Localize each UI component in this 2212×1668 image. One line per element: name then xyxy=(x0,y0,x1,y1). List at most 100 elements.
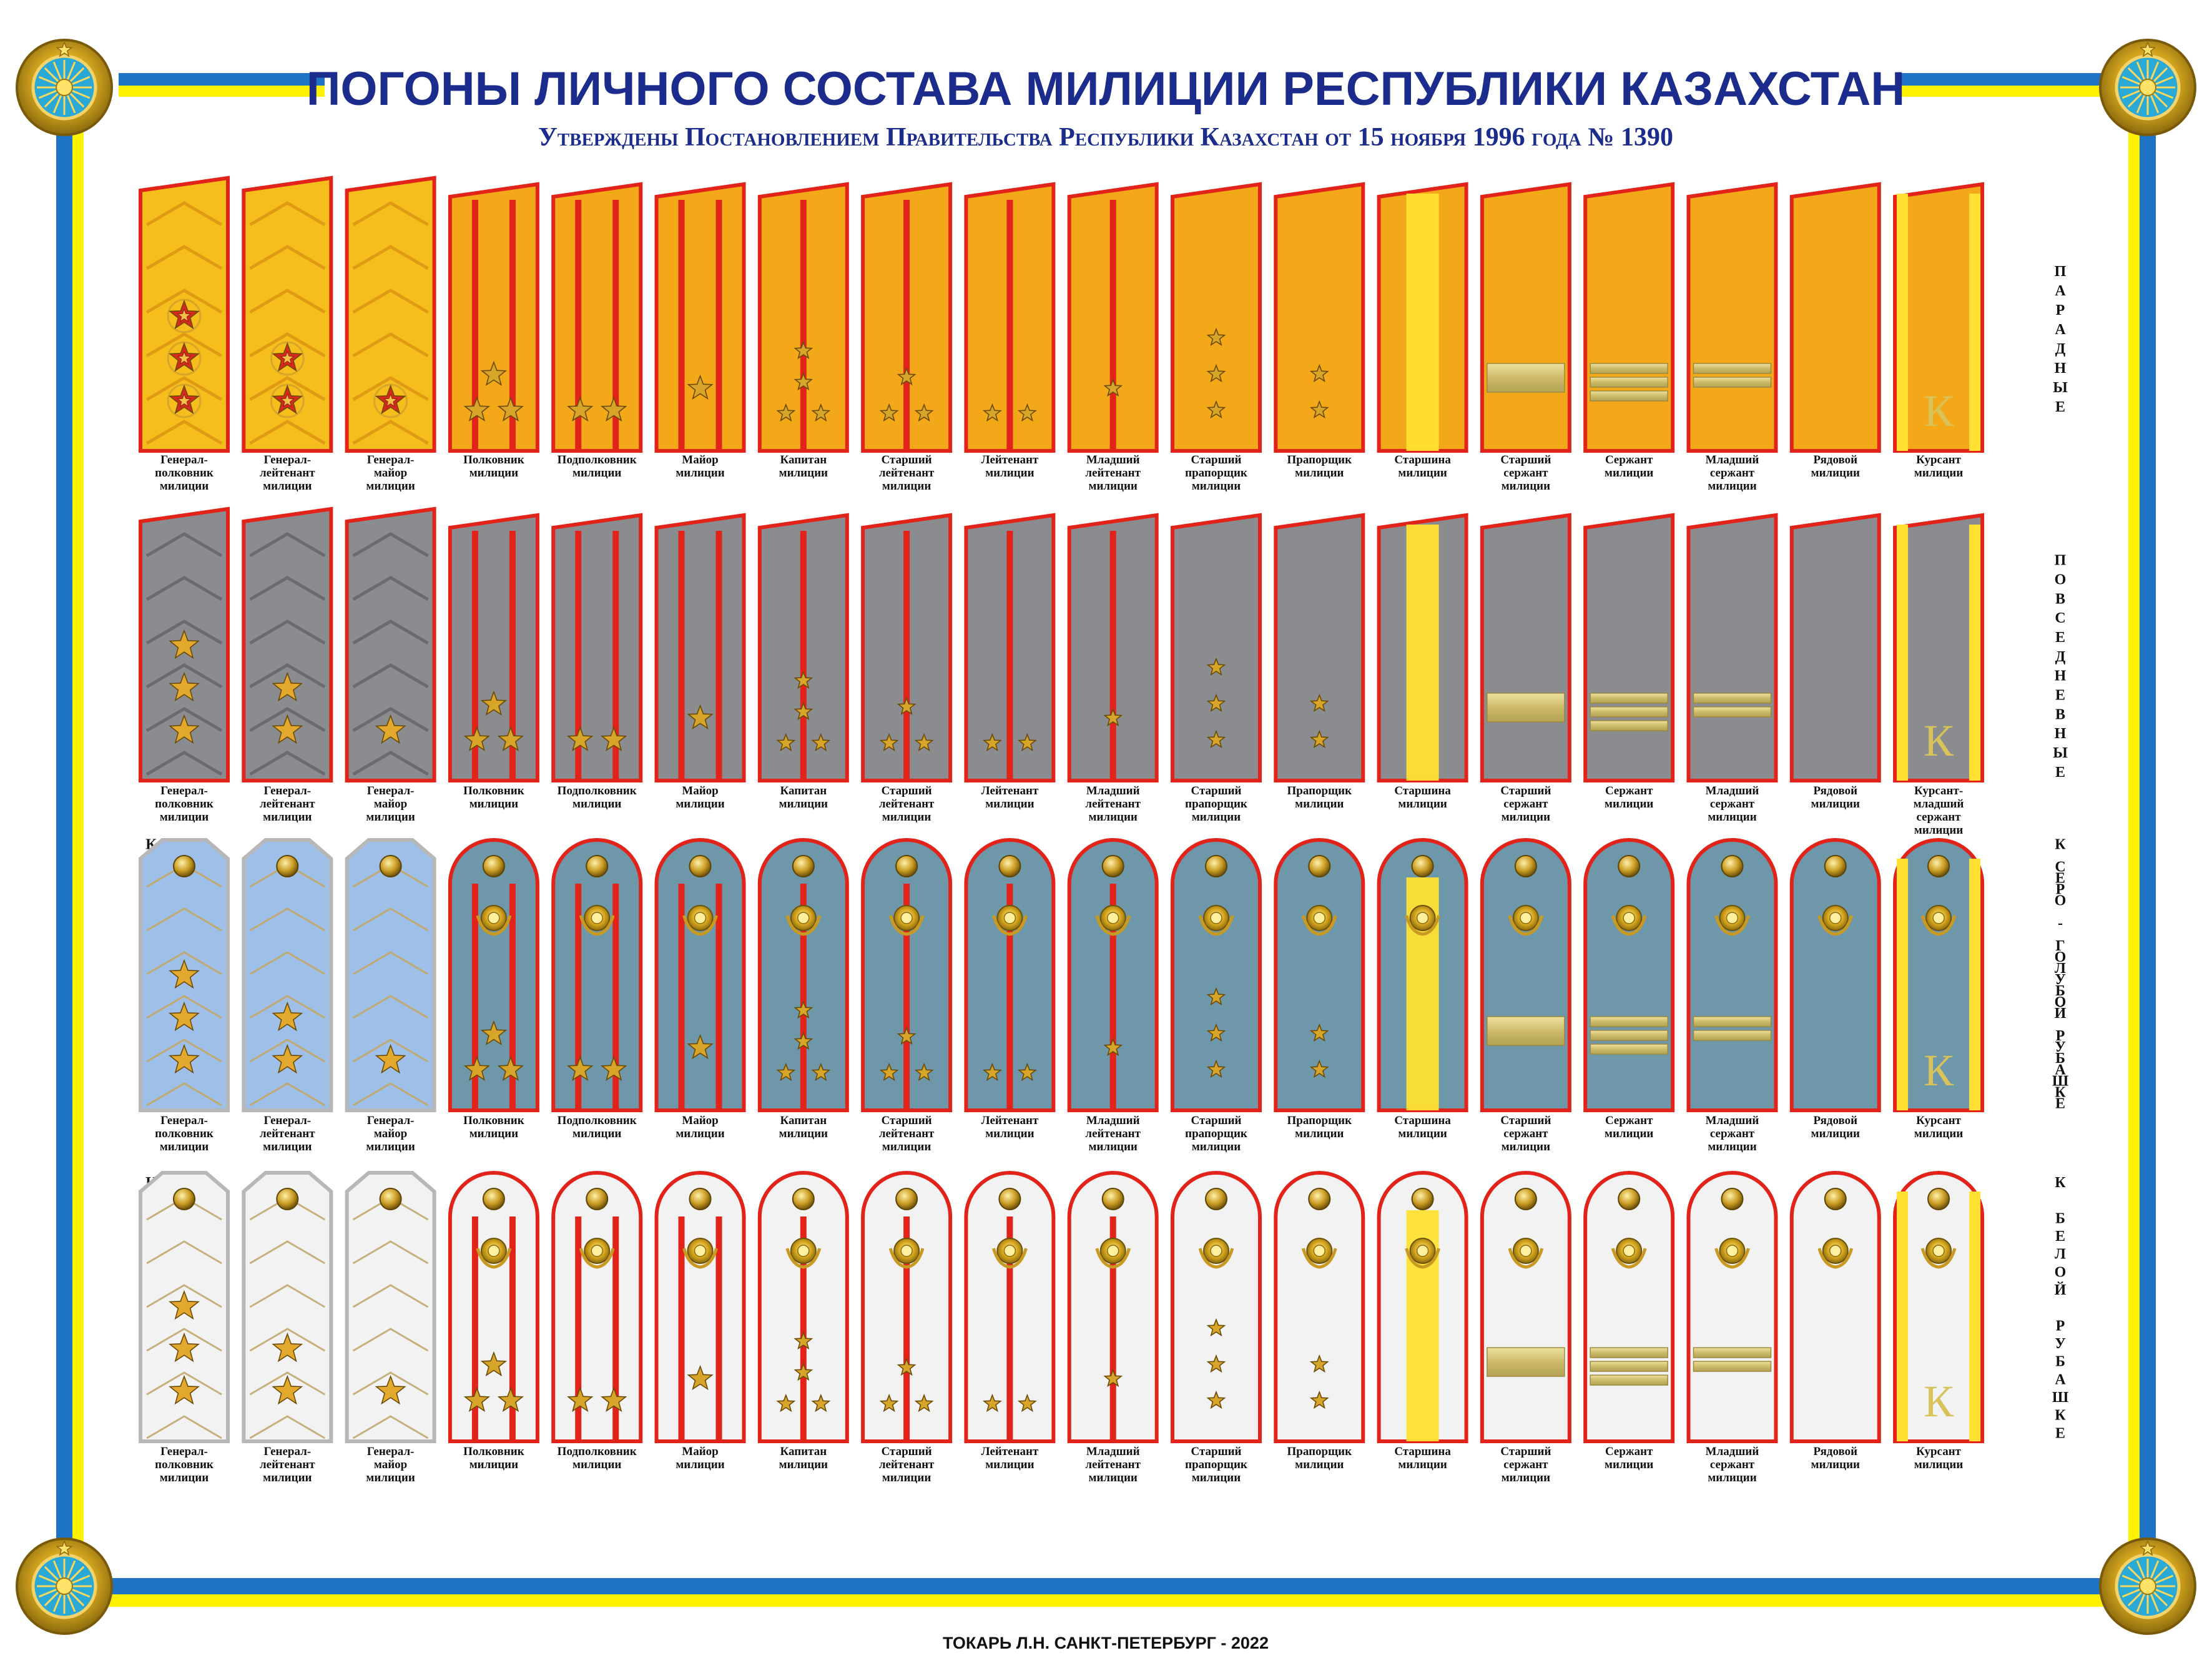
epaulette-lieutenant xyxy=(964,513,1056,782)
star-icon xyxy=(480,1020,508,1046)
sergeant-bar xyxy=(1487,1016,1565,1046)
button-icon xyxy=(792,855,815,877)
rank-stripe xyxy=(612,1216,619,1441)
cockade-emblem-icon xyxy=(476,905,512,936)
frame-top-left-blue xyxy=(119,73,325,86)
frame-left-yellow xyxy=(72,69,84,1592)
epaulette-lieutenant-colonel xyxy=(551,1171,643,1443)
epaulette-cadet: К xyxy=(1893,182,1985,453)
star-icon xyxy=(375,1374,406,1405)
epaulette-general-colonel xyxy=(139,838,230,1112)
cadet-letter: К xyxy=(1924,1376,1954,1426)
star-icon xyxy=(601,396,627,422)
button-icon xyxy=(895,1188,918,1210)
rank-stripe xyxy=(1109,531,1116,781)
star-icon xyxy=(794,670,814,689)
sergeant-bar xyxy=(1590,1374,1668,1386)
star-icon xyxy=(914,733,934,752)
epaulette-general-major xyxy=(345,175,436,453)
epaulette-sergeant xyxy=(1583,513,1675,782)
star-icon xyxy=(567,396,594,422)
epaulette-field xyxy=(551,838,643,1112)
sergeant-bar xyxy=(1590,377,1668,388)
sergeant-bar xyxy=(1693,1361,1772,1372)
star-icon xyxy=(169,1374,200,1405)
star-icon xyxy=(811,403,831,422)
frame-right-blue xyxy=(2140,69,2156,1592)
rank-stripe xyxy=(575,531,582,781)
frame-right-yellow xyxy=(2128,69,2140,1592)
star-icon xyxy=(914,1393,934,1413)
rank-stripe xyxy=(678,531,685,781)
epaulette-junior-sergeant xyxy=(1686,1171,1778,1443)
button-icon xyxy=(482,855,505,877)
star-icon xyxy=(167,299,202,333)
epaulette-field xyxy=(448,182,539,453)
sergeant-bar xyxy=(1590,1030,1668,1041)
star-icon xyxy=(776,1393,796,1413)
frame-bottom-blue xyxy=(75,1578,2135,1594)
button-icon xyxy=(173,1188,195,1210)
star-icon xyxy=(601,726,627,752)
epaulette-field xyxy=(345,1171,436,1443)
epaulette-general-colonel xyxy=(139,1171,230,1443)
epaulette-field xyxy=(1480,838,1571,1112)
epaulette-field xyxy=(1583,838,1675,1112)
epaulette-general-lieutenant xyxy=(242,175,333,453)
epaulette-colonel xyxy=(448,838,539,1112)
star-icon xyxy=(375,714,406,744)
cockade-emblem-icon xyxy=(888,1238,925,1269)
epaulette-cadet: К xyxy=(1893,838,1985,1112)
sergeant-bar xyxy=(1590,1347,1668,1358)
epaulette-sergeant-major xyxy=(1377,1171,1468,1443)
epaulette-senior-warrant-officer xyxy=(1171,513,1262,782)
star-icon xyxy=(1206,729,1226,749)
epaulette-field xyxy=(448,1171,539,1443)
cockade-emblem-icon xyxy=(579,905,615,936)
sergeant-bar xyxy=(1590,363,1668,374)
rank-stripe xyxy=(800,1216,807,1441)
cockade-emblem-icon xyxy=(1198,1238,1234,1269)
star-icon xyxy=(811,1062,831,1082)
star-icon xyxy=(272,714,303,744)
epaulette-senior-sergeant xyxy=(1480,1171,1571,1443)
button-icon xyxy=(482,1188,505,1210)
rank-stripe xyxy=(612,200,619,451)
epaulette-field xyxy=(448,838,539,1112)
star-icon xyxy=(601,1386,627,1413)
star-icon xyxy=(270,341,305,376)
epaulette-sergeant-major xyxy=(1377,513,1468,782)
star-icon xyxy=(811,1393,831,1413)
star-icon xyxy=(373,383,408,418)
cockade-emblem-icon xyxy=(1817,1238,1854,1269)
star-icon xyxy=(897,696,917,716)
sergeant-bar xyxy=(1590,693,1668,704)
rank-stripe xyxy=(1006,531,1013,781)
cadet-edging xyxy=(1897,859,1909,1110)
epaulette-general-major xyxy=(345,506,436,782)
poster-subtitle: Утверждены Постановлением Правительства … xyxy=(538,123,1673,152)
rank-stripe xyxy=(575,200,582,451)
epaulette-field xyxy=(1480,1171,1571,1443)
epaulette-field xyxy=(345,838,436,1112)
epaulette-major xyxy=(654,838,746,1112)
star-icon xyxy=(776,403,796,422)
epaulette-field xyxy=(551,1171,643,1443)
frame-top-left-yellow xyxy=(119,86,325,97)
row-parade: ПАРАДНЫЕПАРАДНЫЕГенерал-полковникмилиции… xyxy=(139,175,2068,493)
star-icon xyxy=(1206,363,1226,383)
